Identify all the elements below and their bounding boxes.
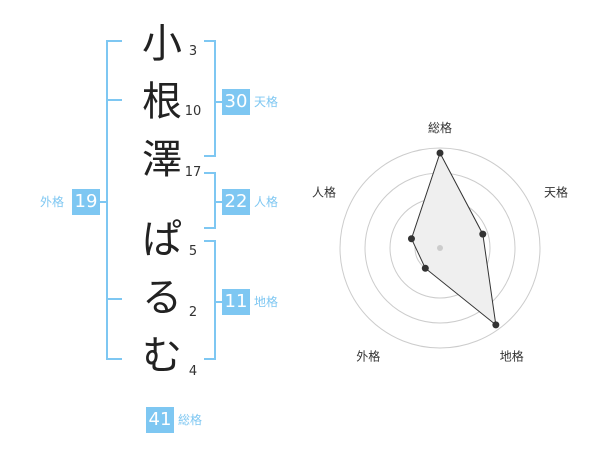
- name-char-5: る: [142, 275, 182, 321]
- stroke-count-2: 10: [184, 104, 202, 119]
- soukaku-label: 総格: [178, 413, 203, 427]
- name-char-6: む: [142, 333, 182, 379]
- gaikaku-connector: [100, 201, 108, 203]
- stroke-count-3: 17: [184, 165, 202, 180]
- radar-axis-label-5: 人格: [312, 184, 336, 199]
- chikaku-bracket-bottom: [204, 358, 216, 360]
- soukaku-value-badge: 41: [146, 407, 174, 433]
- radar-axis-label-1: 総格: [428, 120, 452, 135]
- tenkaku-bracket-bottom: [204, 155, 216, 157]
- chikaku-bracket-top: [204, 240, 216, 242]
- gaikaku-bracket-vertical: [106, 40, 108, 360]
- name-char-4: ぱ: [142, 217, 182, 263]
- name-char-3: 澤: [142, 137, 182, 183]
- radar-area: [410, 151, 497, 327]
- tenkaku-bracket-vertical: [214, 40, 216, 157]
- stroke-count-4: 5: [188, 244, 198, 259]
- radar-ring-4: [339, 147, 541, 349]
- jinkaku-bracket-top: [204, 172, 216, 174]
- stroke-count-5: 2: [188, 305, 198, 320]
- gaikaku-label: 外格: [40, 195, 65, 209]
- radar-point-4: [421, 264, 429, 272]
- radar-point-2: [479, 230, 487, 238]
- stroke-count-6: 4: [188, 364, 198, 379]
- radar-axis-label-2: 天格: [544, 184, 568, 199]
- jinkaku-connector: [214, 201, 222, 203]
- gaikaku-bracket-top: [106, 40, 122, 42]
- stroke-count-1: 3: [188, 44, 198, 59]
- name-char-2: 根: [142, 79, 182, 125]
- radar-axis-label-3: 地格: [500, 349, 524, 364]
- chikaku-bracket-vertical: [214, 240, 216, 360]
- tenkaku-connector: [214, 101, 222, 103]
- jinkaku-bracket-bottom: [204, 227, 216, 229]
- radar-axis-label-4: 外格: [356, 349, 380, 364]
- name-char-1: 小: [142, 21, 182, 67]
- chikaku-connector: [214, 301, 222, 303]
- radar-point-1: [436, 149, 444, 157]
- gaikaku-bracket-bottom: [106, 358, 122, 360]
- radar-point-5: [407, 235, 415, 243]
- chikaku-value-badge: 11: [222, 289, 250, 315]
- jinkaku-bracket-vertical: [214, 172, 216, 229]
- jinkaku-value-badge: 22: [222, 189, 250, 215]
- gaikaku-bracket-tick-1: [106, 99, 122, 101]
- tenkaku-value-badge: 30: [222, 89, 250, 115]
- radar-point-3: [492, 321, 500, 329]
- gaikaku-value-badge: 19: [72, 189, 100, 215]
- gaikaku-bracket-tick-2: [106, 298, 122, 300]
- chikaku-label: 地格: [254, 295, 279, 309]
- tenkaku-label: 天格: [254, 95, 279, 109]
- jinkaku-label: 人格: [254, 195, 279, 209]
- tenkaku-bracket-top: [204, 40, 216, 42]
- radar-center-point: [437, 245, 443, 251]
